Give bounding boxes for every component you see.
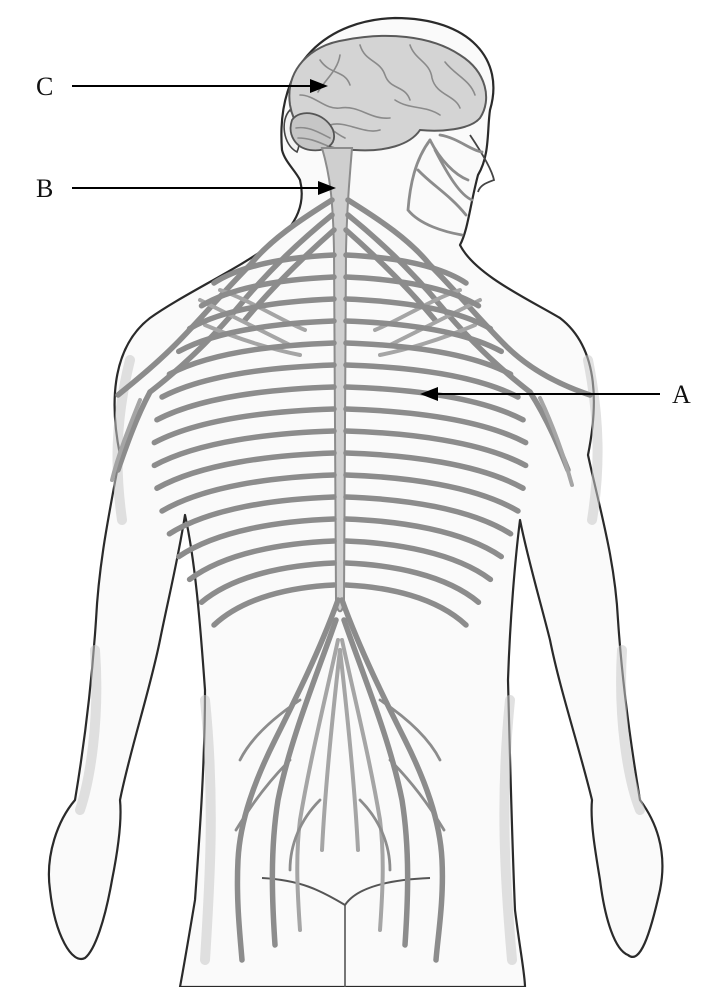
label-a: A xyxy=(672,380,691,409)
label-b: B xyxy=(36,174,53,203)
label-c: C xyxy=(36,72,53,101)
pointer-b xyxy=(72,181,336,195)
